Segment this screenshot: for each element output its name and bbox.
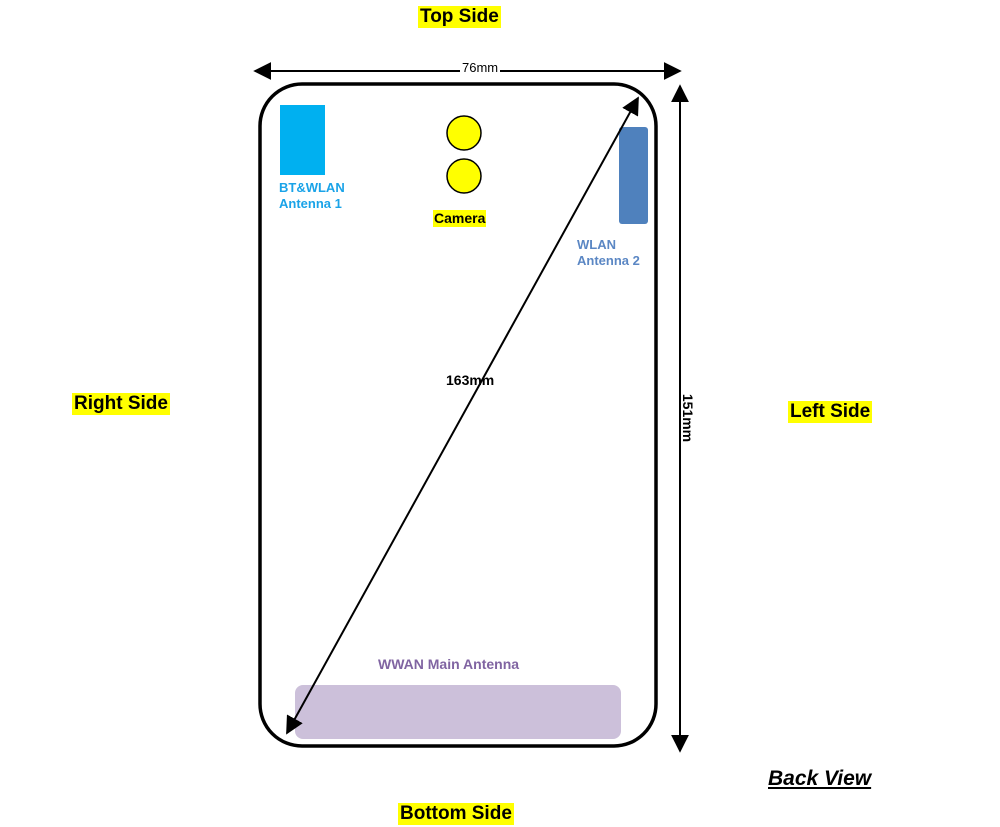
camera-lens-bottom	[446, 158, 482, 194]
wlan-antenna-2-block	[619, 127, 648, 224]
right-side-label: Right Side	[72, 393, 170, 415]
bottom-side-label: Bottom Side	[398, 803, 514, 825]
width-dimension-label: 76mm	[460, 60, 501, 76]
bt-wlan-antenna-1-label: BT&WLAN Antenna 1	[279, 180, 345, 212]
diagonal-dimension-arrow	[286, 96, 639, 735]
wlan-antenna-2-label: WLAN Antenna 2	[577, 237, 640, 269]
camera-lens-top	[446, 115, 482, 151]
wwan-main-antenna-region	[295, 685, 621, 739]
view-title: Back View	[768, 767, 872, 790]
top-side-label: Top Side	[418, 6, 501, 28]
diagonal-dimension-label: 163mm	[446, 372, 495, 388]
wlan-antenna-2-line2: Antenna 2	[577, 253, 640, 268]
bt-wlan-antenna-1-line2: Antenna 1	[279, 196, 342, 211]
wwan-main-antenna-label: WWAN Main Antenna	[378, 656, 520, 672]
height-dimension-label: 151mm	[680, 393, 697, 443]
bt-wlan-antenna-1-block	[280, 105, 325, 175]
left-side-label: Left Side	[788, 401, 873, 423]
camera-label: Camera	[433, 210, 487, 227]
bt-wlan-antenna-1-line1: BT&WLAN	[279, 180, 345, 195]
wlan-antenna-2-line1: WLAN	[577, 237, 616, 252]
